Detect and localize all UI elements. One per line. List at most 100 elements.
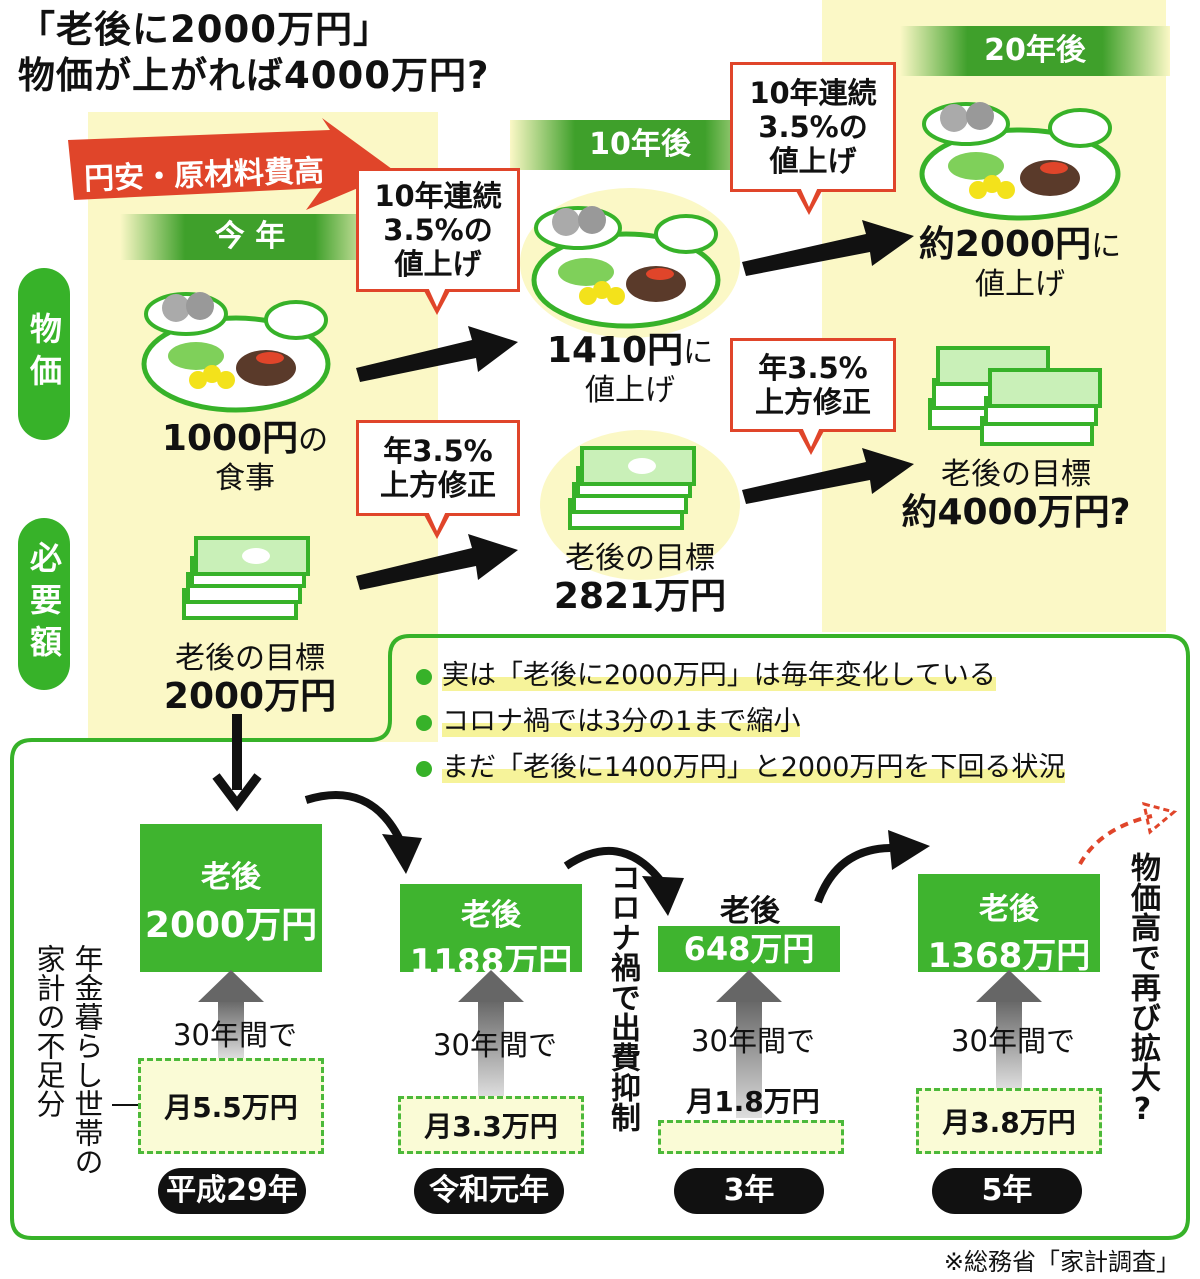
dashed-arrow-icon: [1078, 801, 1178, 865]
up-arrow-icon: [976, 970, 1042, 1088]
history-box-amount: 2000万円: [144, 905, 318, 946]
meal-caption-now: 1000円の 食事: [150, 420, 340, 498]
history-box-1: 老後 2000万円: [140, 824, 322, 972]
arrow-icon-meal-2: [742, 220, 914, 276]
callout-tail: [423, 509, 451, 539]
title-line1: 「老後に2000万円」: [18, 8, 391, 51]
history-box-2: 老後 1188万円: [400, 884, 582, 982]
bullet-item: コロナ禍では3分の1まで縮小: [416, 704, 801, 740]
callout-tail: [797, 425, 825, 455]
history-period: 30年間で: [951, 1024, 1075, 1058]
callout-need-1-line: 上方修正: [379, 468, 496, 502]
meal-value-now: 1000円: [161, 418, 299, 459]
meal-suffix-now: の: [298, 423, 329, 458]
callout-price-1-line: 10年連続: [374, 179, 502, 213]
side-label-need: 必要額: [18, 518, 70, 690]
history-period: 30年間で: [691, 1024, 815, 1058]
curved-arrow-icon-3: [814, 830, 930, 904]
callout-tail: [795, 185, 823, 215]
history-monthly-text-3: 月1.8万円: [686, 1085, 820, 1118]
up-arrow-icon: [716, 970, 782, 1118]
history-year-4: 5年: [932, 1168, 1082, 1214]
goal-value-10y: 2821万円: [553, 576, 727, 617]
covid-note: コロナ禍で出費抑制: [605, 862, 640, 1132]
history-monthly-3: [658, 1120, 844, 1154]
meal-illustration-10y: [531, 206, 721, 329]
callout-price-2-line: 10年連続: [749, 76, 877, 110]
callout-price-2: 10年連続 3.5%の 値上げ: [730, 62, 896, 215]
goal-line1-now: 老後の目標: [175, 641, 325, 676]
curved-arrow-icon-2: [563, 847, 684, 916]
meal-suffix-10y: に: [683, 335, 714, 370]
meal-value-20y: 2000円: [954, 224, 1092, 265]
callout-need-1-line: 年3.5%: [383, 434, 493, 468]
goal-caption-10y: 老後の目標 2821万円: [530, 540, 750, 618]
money-stack-icon-20y: [928, 346, 1102, 446]
meal-suffix-20y: に: [1091, 229, 1122, 264]
callout-need-2-line: 上方修正: [754, 385, 871, 419]
callout-price-2-line: 3.5%の: [758, 110, 868, 144]
bullet-dot-icon: [416, 714, 432, 731]
callout-price-1: 10年連続 3.5%の 値上げ: [356, 168, 520, 315]
goal-line1-10y: 老後の目標: [565, 541, 715, 576]
up-arrow-icon: [198, 970, 264, 1058]
callout-price-2-line: 値上げ: [769, 144, 857, 178]
history-monthly-2: 月3.3万円: [398, 1096, 584, 1154]
title-line2: 物価が上がれば4000万円?: [18, 54, 490, 97]
money-stack-icon-10y: [568, 446, 696, 530]
bullet-item: まだ「老後に1400万円」と2000万円を下回る状況: [416, 750, 1066, 786]
callout-tail: [423, 285, 451, 315]
history-box-4: 老後 1368万円: [918, 874, 1100, 976]
meal-line2-20y: 値上げ: [975, 267, 1065, 302]
history-monthly-text: 月5.5万円: [164, 1091, 298, 1124]
deficit-label: 年金暮らし世帯の家計の不足分: [32, 944, 104, 1176]
meal-caption-10y: 1410円に 値上げ: [530, 332, 730, 410]
bullet-text: まだ「老後に1400万円」と2000万円を下回る状況: [442, 752, 1066, 783]
history-period: 30年間で: [173, 1018, 297, 1052]
goal-caption-now: 老後の目標 2000万円: [150, 640, 350, 718]
goal-line1-20y: 老後の目標: [941, 457, 1091, 492]
future-note: 物価高で再び拡大?: [1125, 852, 1160, 1127]
bullet-text: 実は「老後に2000万円」は毎年変化している: [442, 660, 996, 691]
history-box-top: 老後: [201, 860, 261, 895]
up-arrow-icon: [458, 970, 524, 1096]
callout-need-1: 年3.5% 上方修正: [356, 420, 520, 539]
bullet-item: 実は「老後に2000万円」は毎年変化している: [416, 658, 996, 694]
meal-illustration-20y: [919, 102, 1121, 221]
history-monthly-text: 月3.3万円: [424, 1110, 558, 1143]
history-year-2: 令和元年: [414, 1168, 564, 1214]
history-box-top: 老後: [461, 898, 521, 933]
header-10y: 10年後: [510, 120, 770, 170]
meal-caption-20y: 約2000円に 値上げ: [900, 226, 1140, 304]
history-monthly-text: 月3.8万円: [942, 1106, 1076, 1139]
bullet-dot-icon: [416, 760, 432, 777]
meal-line2-10y: 値上げ: [585, 373, 675, 408]
history-monthly-1: 月5.5万円: [138, 1058, 324, 1154]
history-box-top: 老後: [979, 892, 1039, 927]
history-box-amount: 1368万円: [927, 936, 1091, 976]
history-monthly-4: 月3.8万円: [916, 1088, 1102, 1154]
meal-illustration-now: [141, 292, 331, 413]
arrow-icon-goal-1: [356, 534, 518, 590]
money-stack-icon-now: [182, 536, 310, 620]
callout-price-1-line: 3.5%の: [383, 213, 493, 247]
meal-prefix-20y: 約: [918, 224, 955, 265]
goal-value-now: 2000万円: [163, 676, 337, 717]
meal-line2-now: 食事: [215, 461, 275, 496]
callout-need-2-line: 年3.5%: [758, 351, 868, 385]
goal-caption-20y: 老後の目標 約4000万円?: [896, 456, 1136, 534]
bullet-text: コロナ禍では3分の1まで縮小: [442, 706, 801, 737]
meal-value-10y: 1410円: [546, 330, 684, 371]
side-label-price: 物価: [18, 268, 70, 440]
history-period: 30年間で: [433, 1028, 557, 1062]
history-box-top-3: 老後: [720, 894, 780, 929]
goal-value-20y: 約4000万円?: [901, 492, 1131, 533]
history-year-1: 平成29年: [158, 1168, 306, 1214]
arrow-icon-goal-2: [742, 448, 914, 504]
curved-arrow-icon-1: [304, 791, 422, 874]
bullet-dot-icon: [416, 668, 432, 685]
callout-price-1-line: 値上げ: [394, 247, 482, 281]
callout-need-2: 年3.5% 上方修正: [730, 338, 896, 455]
banner-arrow: [68, 118, 396, 210]
arrow-icon-meal-1: [356, 326, 518, 382]
